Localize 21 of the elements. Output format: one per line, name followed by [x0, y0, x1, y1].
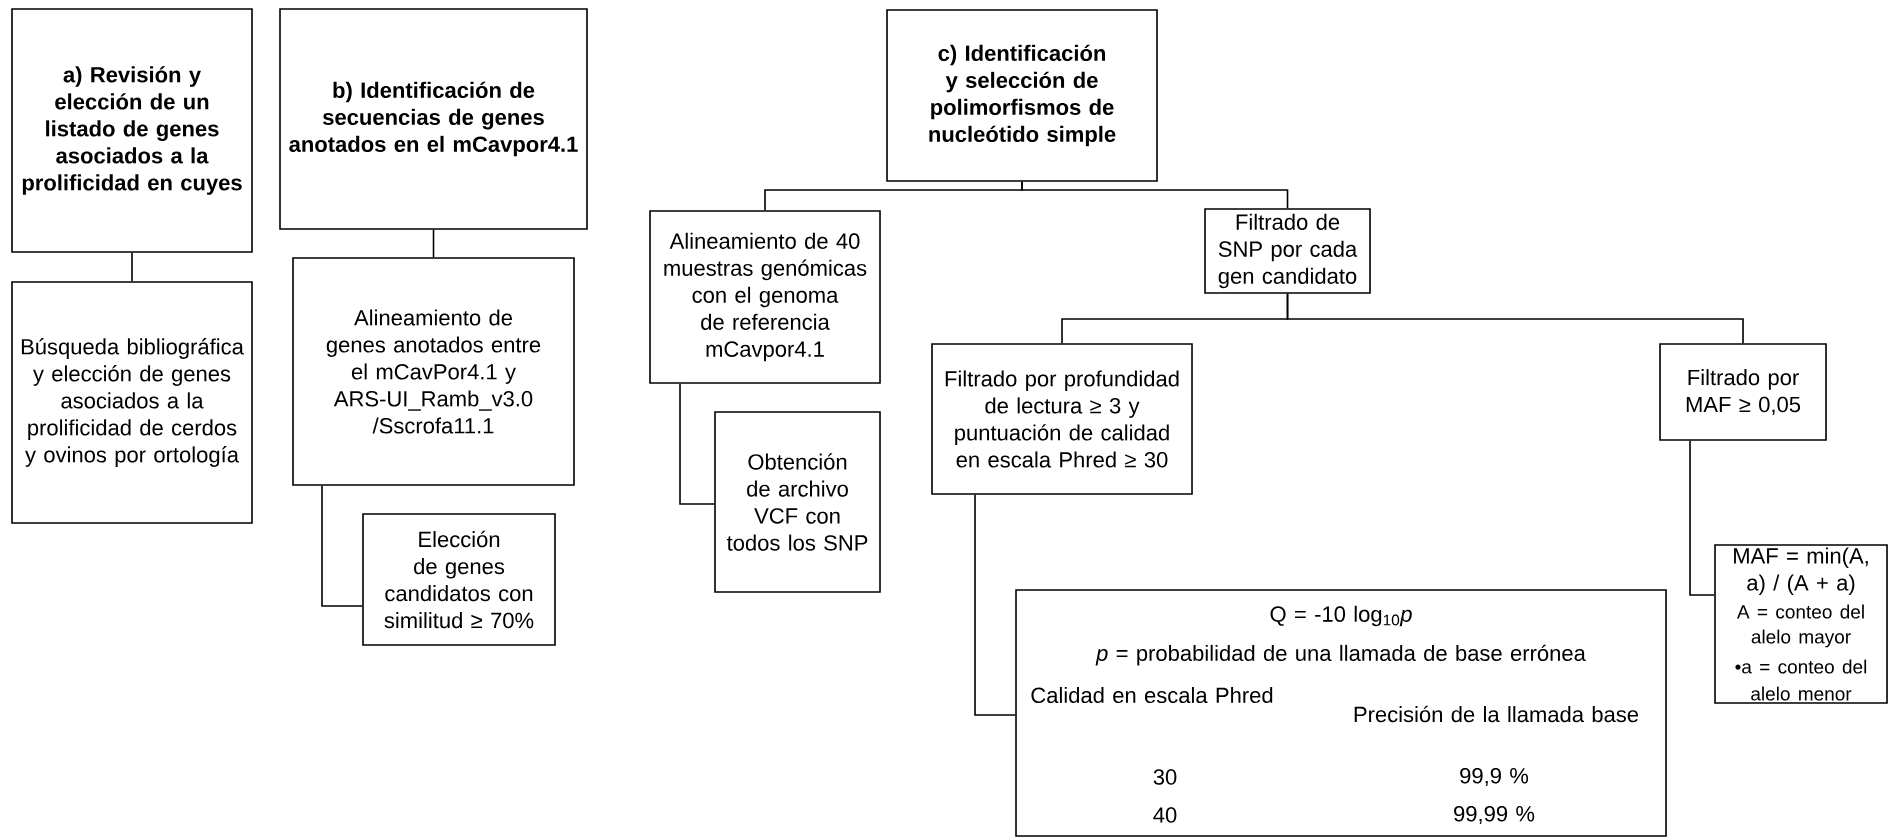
- connector-line: [1021, 181, 1289, 209]
- process-box: Elección de genes candidatos con similitud ≥ 70%: [362, 513, 556, 646]
- connector-line: [1286, 293, 1744, 344]
- process-box: Búsqueda bibliográfica y elección de genes asociados a la prolificidad de cerdos y ovinos por ortología: [11, 281, 253, 524]
- heading-box: b) Identificación de secuencias de genes anotados en el mCavpor4.1: [279, 8, 588, 230]
- formula-box: MAF = min(A, a) / (A + a) A = conteo del alelo mayor •a = conteo del alelo menor: [1714, 544, 1888, 704]
- heading-box: c) Identificación y selección de polimorfismos de nucleótido simple: [886, 9, 1158, 182]
- connector-line: [1689, 440, 1715, 596]
- connector-line: [131, 252, 133, 282]
- process-box: Alineamiento de genes anotados entre el mCavPor4.1 y ARS-UI_Ramb_v3.0 /Sscrofa11.1: [292, 257, 575, 486]
- connector-line: [679, 383, 715, 505]
- connector-line: [432, 229, 435, 258]
- process-box: Obtención de archivo VCF con todos los SNP: [714, 411, 881, 593]
- process-box: Alineamiento de 40 muestras genómicas con el genoma de referencia mCavpor4.1: [649, 210, 881, 384]
- process-box: Filtrado por MAF ≥ 0,05: [1659, 343, 1827, 441]
- formula-box: Q = -10 log$_{10}$p p = probabilidad de una llamada de base errónea Calidad en escala Phred Precisión de la llamada base 30 99,9 % 40 99,99 %: [1015, 589, 1667, 837]
- process-box: Filtrado de SNP por cada gen candidato: [1204, 208, 1371, 294]
- connector-line: [321, 485, 363, 607]
- connector-line: [974, 494, 1016, 716]
- process-box: Filtrado por profundidad de lectura ≥ 3 y puntuación de calidad en escala Phred ≥ 30: [931, 343, 1193, 495]
- heading-box: a) Revisión y elección de un listado de genes asociados a la prolificidad en cuyes: [11, 8, 253, 253]
